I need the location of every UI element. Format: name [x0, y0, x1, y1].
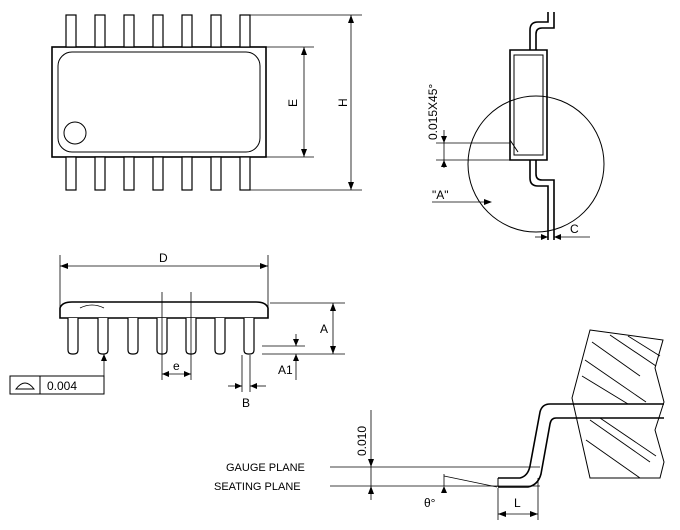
- front-pin-7: [243, 318, 255, 355]
- dim-label-B: B: [242, 396, 250, 410]
- hatch-line-3: [581, 375, 629, 405]
- end-view: 0.015X45° "A" C: [426, 12, 605, 240]
- dim-label-E: E: [286, 99, 300, 107]
- front-pins: [67, 318, 255, 355]
- coplanarity-frame: [9, 375, 105, 395]
- top-pin-lower-7: [239, 156, 251, 191]
- top-view-body-inner: [57, 51, 261, 153]
- dim-label-C: C: [570, 222, 579, 236]
- hatch-line-7: [609, 334, 657, 367]
- top-pin-lower-4: [152, 156, 164, 191]
- top-view-body-outer: [51, 46, 267, 158]
- pin1-indicator-icon: [63, 121, 87, 145]
- hatch-line-8: [627, 335, 661, 357]
- dim-label-0010: 0.010: [355, 426, 369, 456]
- dim-label-L: L: [514, 496, 521, 510]
- detail-a-label: "A": [432, 188, 449, 202]
- top-pin-upper-2: [94, 14, 106, 48]
- top-pin-upper-7: [239, 14, 251, 48]
- detail-a-circle: [467, 95, 605, 233]
- top-pin-upper-6: [210, 14, 222, 48]
- dim-label-H: H: [336, 98, 350, 107]
- dim-label-D: D: [159, 251, 168, 265]
- front-view: D A A1 e B 0.004: [9, 251, 345, 410]
- hatch-line-5: [589, 419, 651, 463]
- hatch-line-2: [584, 359, 647, 403]
- front-pin-1: [67, 318, 79, 355]
- dim-label-A1: A1: [278, 363, 293, 377]
- top-pin-lower-2: [94, 156, 106, 191]
- top-pins-lower: [65, 156, 251, 191]
- top-pin-upper-3: [123, 14, 135, 48]
- seating-plane-label: SEATING PLANE: [214, 481, 301, 493]
- dim-label-A: A: [320, 322, 328, 336]
- top-view: E H: [51, 14, 362, 191]
- hatch-line-4: [599, 417, 657, 457]
- top-pin-lower-3: [123, 156, 135, 191]
- top-pin-upper-4: [152, 14, 164, 48]
- hatch-line-1: [591, 341, 641, 377]
- top-pins-upper: [65, 14, 251, 48]
- dim-label-e: e: [173, 359, 180, 373]
- top-pin-upper-5: [181, 14, 193, 48]
- gauge-plane-label: GAUGE PLANE: [226, 462, 305, 474]
- dim-label-chamfer: 0.015X45°: [426, 84, 440, 140]
- body-section-hatching: [581, 334, 661, 479]
- top-pin-lower-6: [210, 156, 222, 191]
- lead-detail-view: GAUGE PLANE SEATING PLANE 0.010 θ° L: [214, 329, 665, 520]
- angle-label-theta: θ°: [424, 496, 436, 510]
- front-pin-2: [97, 318, 109, 355]
- front-pin-6: [214, 318, 226, 355]
- front-pin-3: [127, 318, 139, 355]
- coplanarity-value: 0.004: [47, 379, 77, 393]
- top-pin-lower-5: [181, 156, 193, 191]
- top-pin-lower-1: [65, 156, 77, 191]
- top-pin-upper-1: [65, 14, 77, 48]
- hatch-line-6: [585, 439, 641, 479]
- flatness-semicircle-icon: [14, 382, 36, 390]
